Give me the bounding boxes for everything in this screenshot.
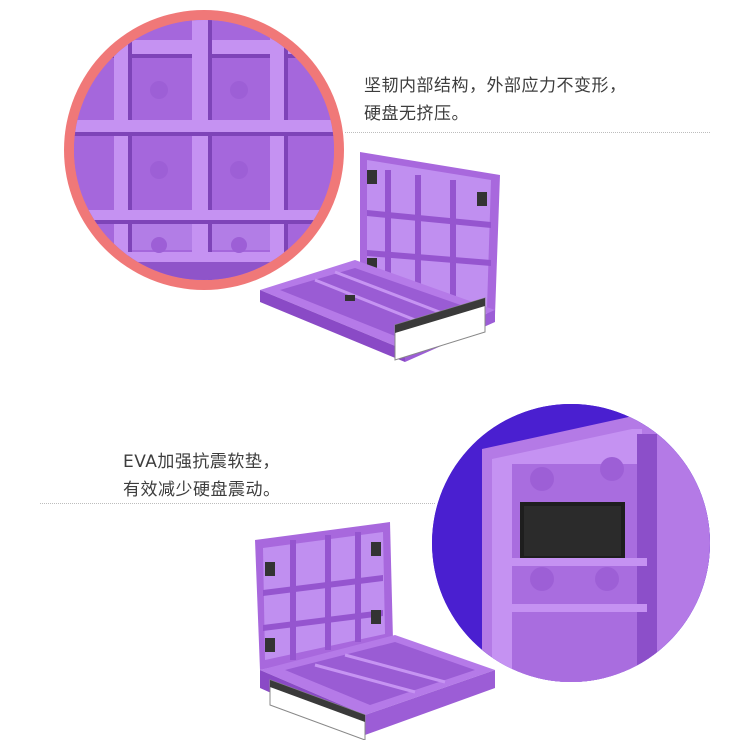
zoom-detail-inner-structure [64, 10, 344, 290]
inner-ribs-illustration [74, 20, 334, 280]
section1-caption-line1: 坚韧内部结构，外部应力不变形， [364, 76, 627, 96]
section1-divider [345, 132, 710, 133]
section2-caption: EVA加强抗震软垫， 有效减少硬盘震动。 [123, 448, 281, 504]
zoom-detail-eva-pad [432, 404, 710, 682]
eva-pad-illustration [432, 404, 710, 682]
section1-caption-line2: 硬盘无挤压。 [364, 104, 469, 124]
section2-caption-line2: 有效减少硬盘震动。 [123, 480, 281, 500]
section1-caption: 坚韧内部结构，外部应力不变形， 硬盘无挤压。 [364, 72, 627, 128]
product-photo-open-case-1 [255, 150, 505, 365]
section2-caption-line1: EVA加强抗震软垫， [123, 452, 280, 472]
section2-divider [40, 503, 435, 504]
product-photo-open-case-2 [245, 520, 500, 740]
